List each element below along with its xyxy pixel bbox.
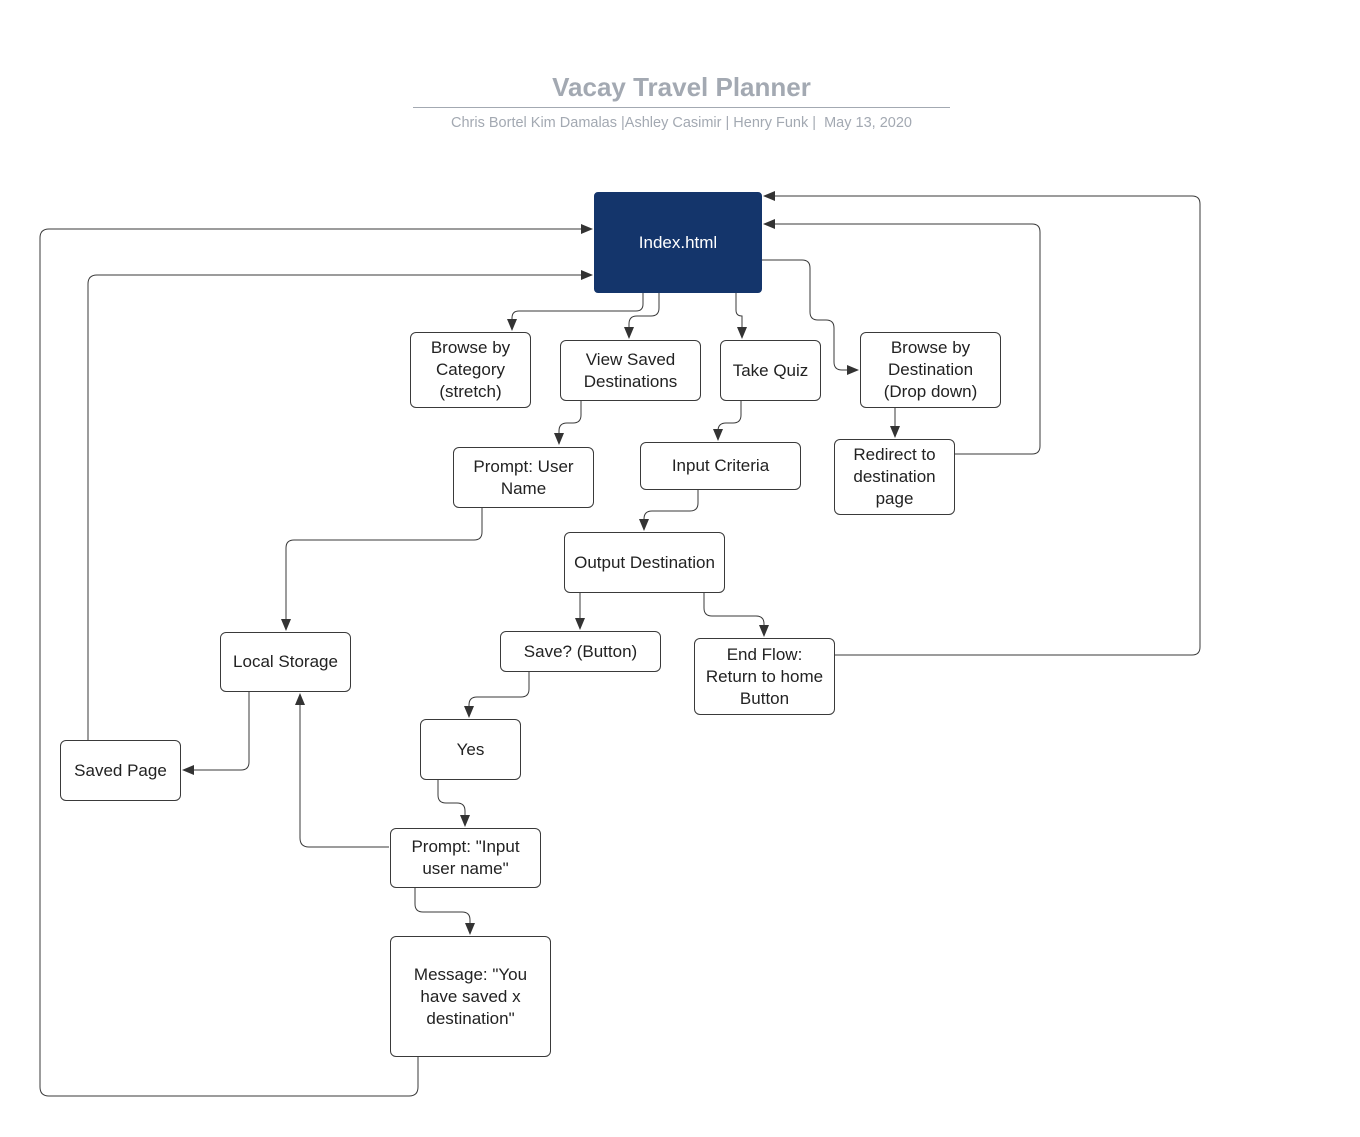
connector-end-flow-to-index — [763, 191, 1201, 656]
node-take-quiz: Take Quiz — [720, 340, 821, 401]
node-prompt-user-name: Prompt: User Name — [453, 447, 594, 508]
node-prompt-input-user-name: Prompt: "Input user name" — [390, 828, 541, 888]
node-take-quiz-label: Take Quiz — [732, 360, 809, 380]
node-index-label: Index.html — [638, 232, 718, 252]
connector-index-to-browse-destination — [762, 259, 859, 375]
diagram-subtitle: Chris Bortel Kim Damalas |Ashley Casimir… — [451, 115, 912, 131]
connector-message-to-index — [39, 224, 593, 1097]
node-local-storage: Local Storage — [220, 632, 351, 692]
connector-take-quiz-to-input-criteria — [713, 401, 742, 441]
connector-yes-to-prompt-input — [437, 780, 470, 827]
node-input-criteria: Input Criteria — [640, 442, 801, 490]
connector-prompt-input-to-local-storage — [295, 693, 389, 848]
node-prompt-user-name-label: Prompt: User Name — [473, 456, 574, 498]
node-local-storage-label: Local Storage — [233, 652, 338, 671]
node-message-saved: Message: "You have saved x destination" — [390, 936, 551, 1057]
connector-output-to-end-flow — [703, 593, 769, 637]
diagram-title: Vacay Travel Planner — [552, 72, 811, 102]
node-yes-label: Yes — [456, 739, 485, 759]
node-end-flow: End Flow: Return to home Button — [694, 638, 835, 715]
connector-index-to-take-quiz — [735, 293, 747, 339]
node-input-criteria-label: Input Criteria — [671, 456, 770, 475]
connector-local-storage-to-saved-page — [182, 692, 250, 775]
connector-prompt-input-to-message — [414, 888, 475, 935]
node-view-saved-destinations: View Saved Destinations — [560, 340, 701, 401]
node-redirect-to-destination-page-label: Redirect to destination page — [853, 445, 936, 508]
connector-save-to-yes — [464, 672, 530, 718]
node-redirect-to-destination-page: Redirect to destination page — [834, 439, 955, 515]
title-divider — [413, 107, 950, 108]
node-yes: Yes — [420, 719, 521, 780]
node-output-destination-label: Output Destination — [574, 552, 715, 572]
connector-input-criteria-to-output — [639, 490, 699, 531]
node-saved-page-label: Saved Page — [74, 760, 167, 780]
node-end-flow-label: End Flow: Return to home Button — [705, 644, 824, 708]
node-view-saved-destinations-label: View Saved Destinations — [583, 349, 678, 391]
connector-index-to-view-saved — [624, 293, 660, 339]
node-browse-by-category: Browse by Category (stretch) — [410, 332, 531, 408]
node-browse-by-destination-label: Browse by Destination (Drop down) — [883, 338, 978, 401]
connector-view-saved-to-prompt-user-name — [554, 401, 582, 445]
node-index: Index.html — [594, 192, 762, 293]
connector-saved-page-to-index — [87, 270, 593, 740]
node-prompt-input-user-name-label: Prompt: "Input user name" — [411, 837, 520, 878]
connector-redirect-to-index — [763, 219, 1041, 455]
node-message-saved-label: Message: "You have saved x destination" — [413, 964, 528, 1028]
node-save-button-label: Save? (Button) — [523, 641, 638, 661]
connector-prompt-user-name-to-local-storage — [281, 508, 483, 631]
node-saved-page: Saved Page — [60, 740, 181, 801]
node-browse-by-category-label: Browse by Category (stretch) — [430, 338, 511, 401]
connector-index-to-browse-category — [507, 293, 644, 331]
node-browse-by-destination: Browse by Destination (Drop down) — [860, 332, 1001, 408]
node-save-button: Save? (Button) — [500, 631, 661, 672]
node-output-destination: Output Destination — [564, 532, 725, 593]
